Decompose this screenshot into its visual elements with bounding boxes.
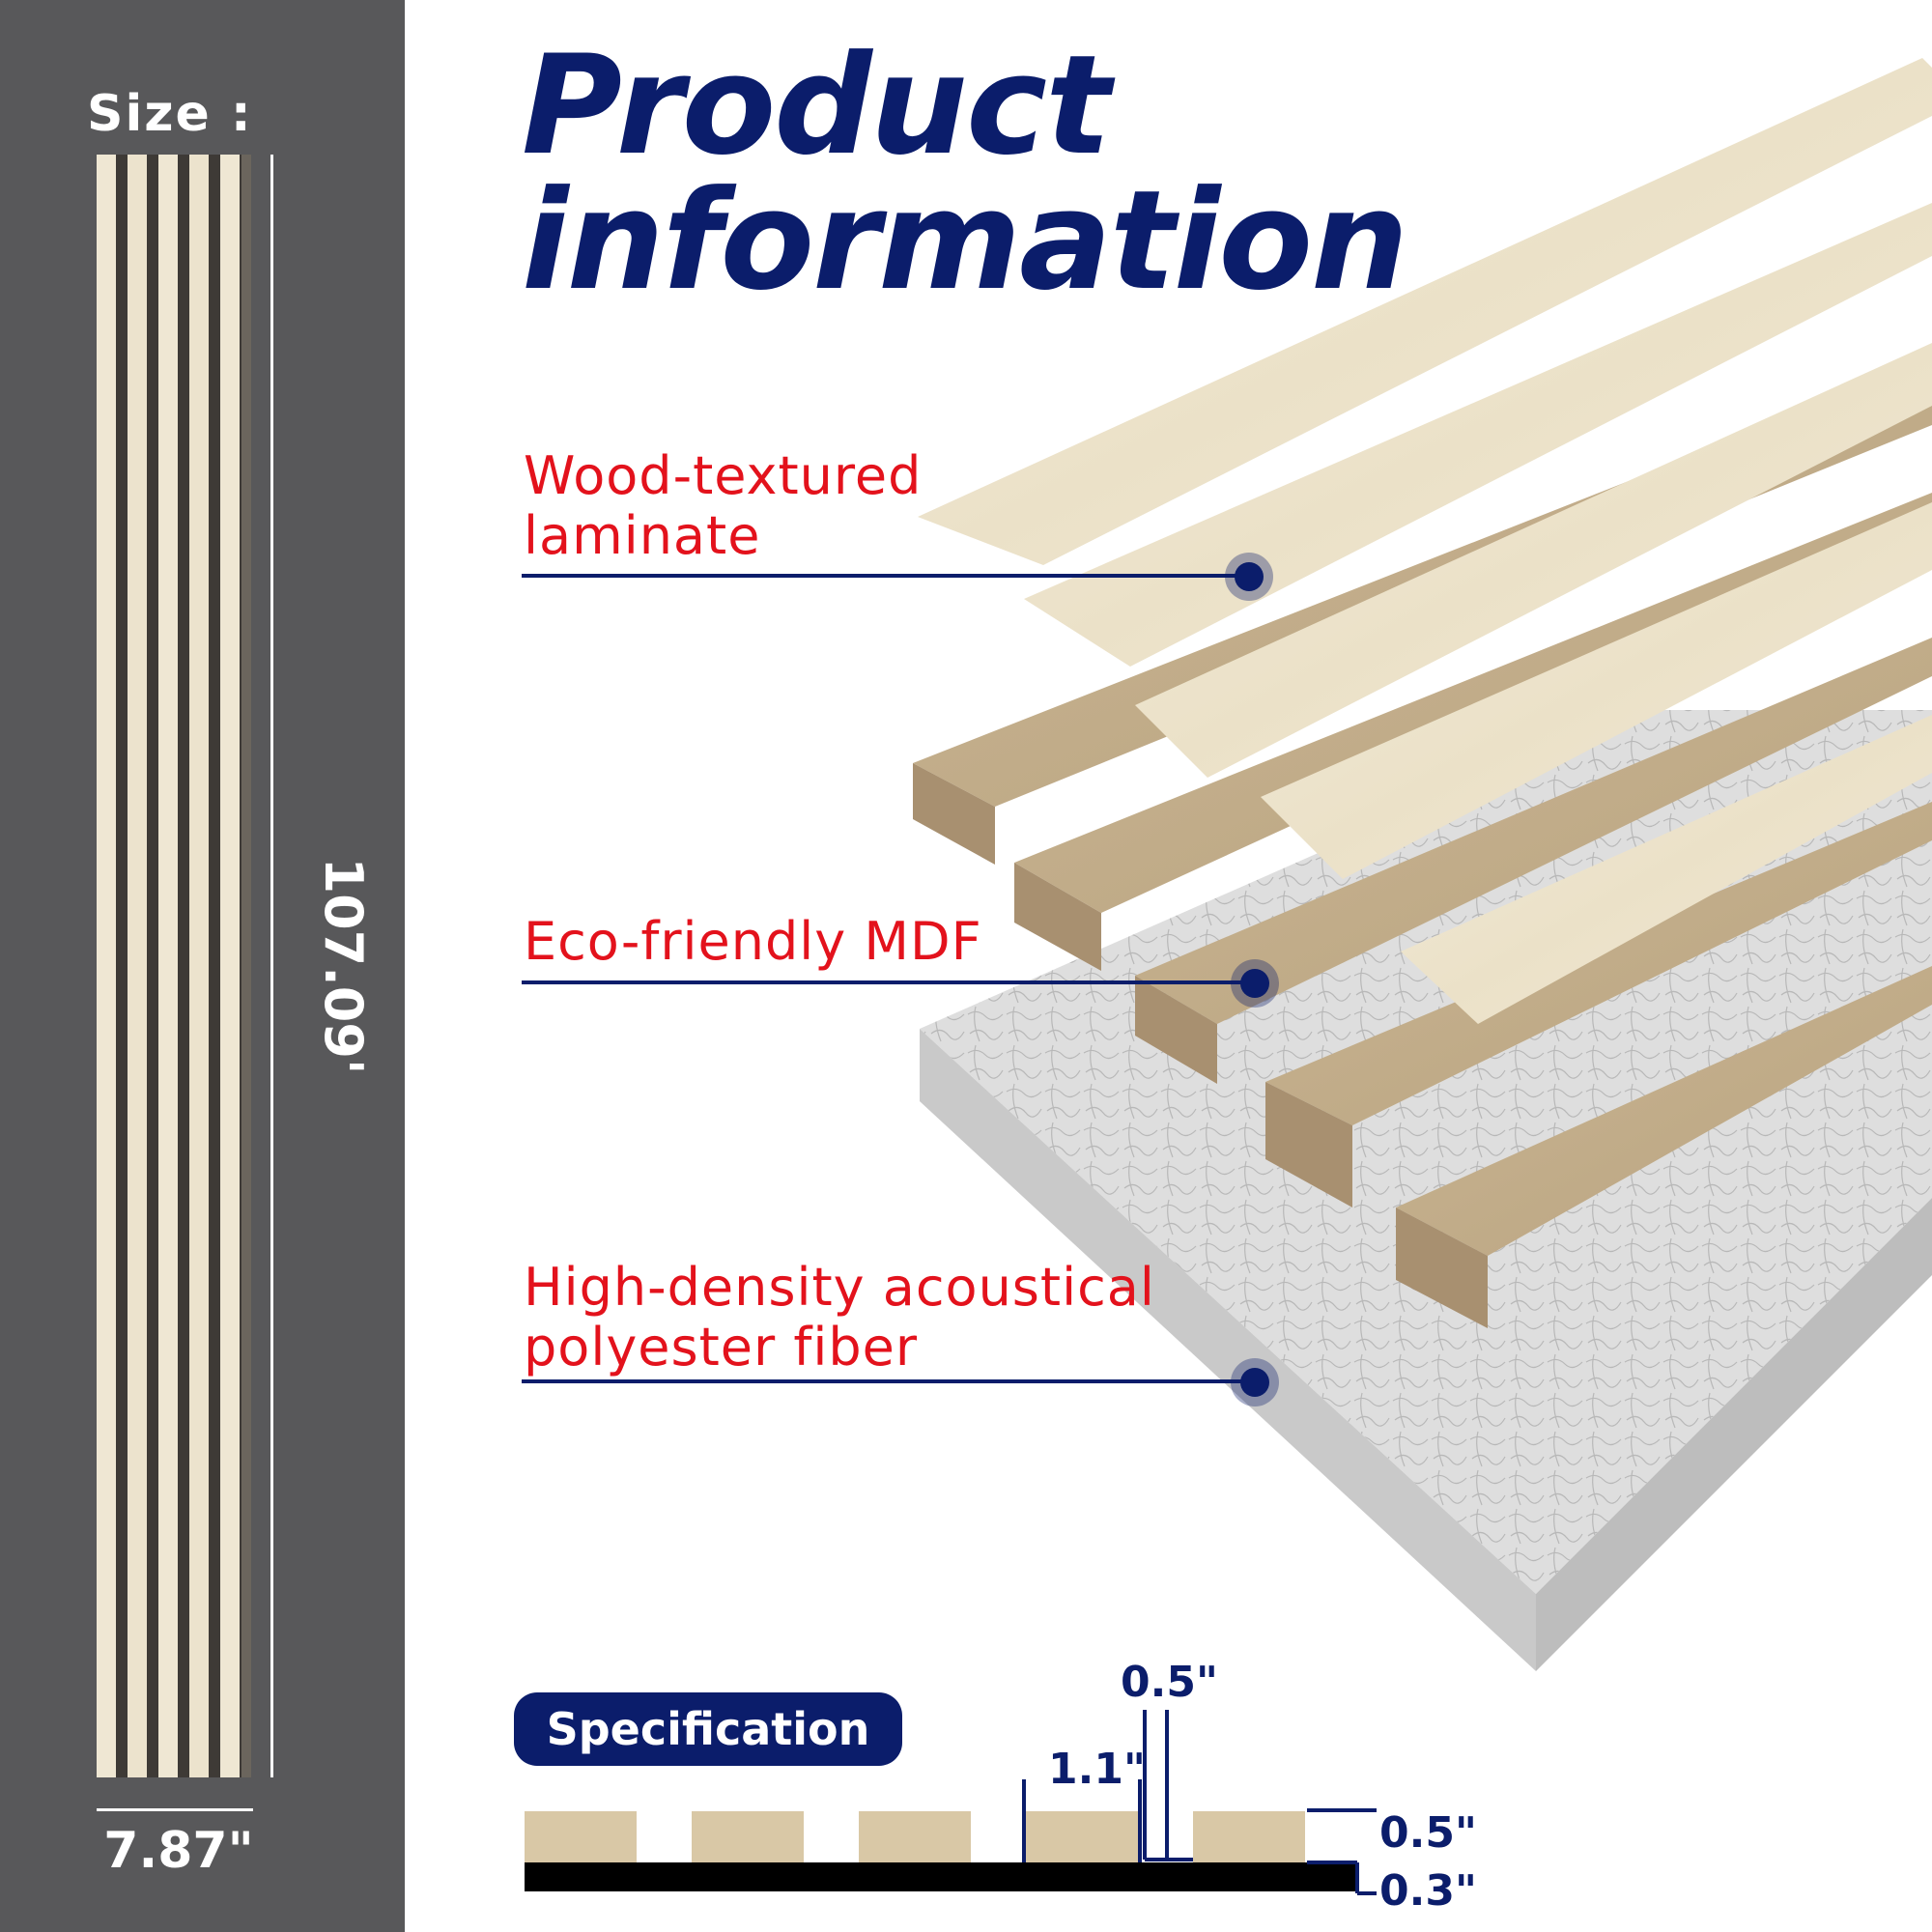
size-title: Size :	[87, 85, 253, 143]
spec-slat-width-label: 1.1"	[1048, 1745, 1146, 1794]
specification-diagram	[525, 1710, 1377, 1895]
callout-felt-dot	[1240, 1368, 1269, 1397]
spec-slat	[1026, 1811, 1138, 1862]
page-title: Product information	[522, 26, 1408, 321]
callout-mdf-label: Eco-friendly MDF	[524, 912, 982, 972]
spec-gap-width-label: 0.5"	[1121, 1658, 1218, 1707]
callout-felt-line1: High-density acoustical	[524, 1257, 1155, 1318]
specification-badge: Specification	[514, 1692, 902, 1766]
callout-mdf-dot	[1240, 969, 1269, 998]
callout-laminate-label: Wood-textured laminate	[524, 446, 922, 566]
spec-slat-height-label: 0.5"	[1379, 1808, 1477, 1858]
spec-slat	[1193, 1811, 1305, 1862]
callout-felt-label: High-density acoustical polyester fiber	[524, 1258, 1155, 1378]
spec-slat	[692, 1811, 804, 1862]
layers-illustration	[913, 58, 1932, 1671]
callout-mdf-line	[522, 980, 1254, 984]
spec-slat	[859, 1811, 971, 1862]
spec-slat	[525, 1811, 637, 1862]
spec-felt-backing	[525, 1862, 1355, 1891]
height-dimension-line	[270, 155, 273, 1777]
page-title-line1: Product	[522, 26, 1111, 185]
callout-mdf-line1: Eco-friendly MDF	[524, 911, 982, 972]
laminate-layer	[918, 58, 1932, 1024]
callout-laminate-line2: laminate	[524, 505, 761, 566]
callout-felt-line	[522, 1379, 1254, 1383]
callout-laminate-dot	[1235, 562, 1264, 591]
callout-felt-line2: polyester fiber	[524, 1317, 919, 1378]
callout-laminate-line	[522, 574, 1248, 578]
width-dimension-line	[97, 1808, 253, 1811]
callout-laminate-line1: Wood-textured	[524, 445, 923, 506]
width-label: 7.87"	[103, 1822, 254, 1880]
page-title-line2: information	[522, 161, 1408, 321]
height-label: 107.09'	[313, 857, 374, 1075]
spec-felt-height-label: 0.3"	[1379, 1866, 1477, 1916]
panel-preview	[97, 155, 251, 1777]
